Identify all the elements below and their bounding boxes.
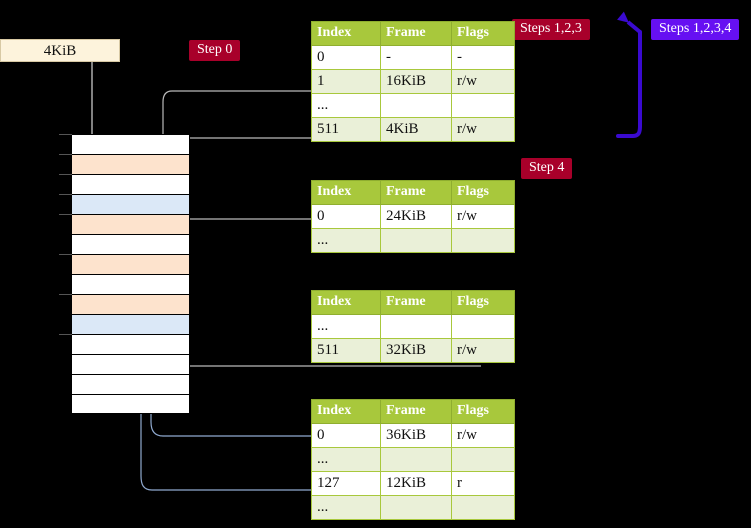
memory-tick	[59, 294, 72, 295]
table-header-index: Index	[311, 290, 381, 315]
table-cell: r	[451, 471, 515, 496]
memory-tick	[59, 254, 72, 255]
table-cell	[380, 447, 452, 472]
memory-tick	[59, 214, 72, 215]
memory-row	[71, 274, 190, 294]
table-cell	[451, 228, 515, 253]
table-cell: ...	[311, 228, 381, 253]
table-header-frame: Frame	[380, 180, 452, 205]
table-cell: 0	[311, 45, 381, 70]
table-cell	[380, 228, 452, 253]
wire-t4-row0-elbow	[150, 332, 164, 437]
wire-violet-bracket	[616, 30, 642, 138]
table-cell	[380, 495, 452, 520]
physical-memory-column	[71, 134, 190, 414]
memory-row	[71, 294, 190, 314]
table-row: ...	[311, 447, 515, 472]
wire-t4-row127-elbow	[140, 218, 153, 491]
table-cell: 0	[311, 423, 381, 448]
table-row: ...	[311, 93, 515, 118]
table-cell: r/w	[451, 423, 515, 448]
badge-step-4: Step 4	[521, 158, 573, 179]
wire-t1-row1-down	[162, 90, 173, 330]
table-cell: 0	[311, 204, 381, 229]
memory-tick	[59, 174, 72, 175]
table-cell: r/w	[451, 69, 515, 94]
table-cell: 511	[311, 117, 381, 142]
badge-steps-1234: Steps 1,2,3,4	[651, 19, 740, 40]
table-header-flags: Flags	[451, 180, 515, 205]
table-cell: -	[451, 45, 515, 70]
table-cell: 24KiB	[380, 204, 452, 229]
table-cell: ...	[311, 314, 381, 339]
arrow-violet-head	[617, 11, 642, 34]
memory-row	[71, 174, 190, 194]
table-cell: ...	[311, 93, 381, 118]
table-header-flags: Flags	[451, 290, 515, 315]
memory-row	[71, 334, 190, 354]
memory-row	[71, 214, 190, 234]
memory-row	[71, 254, 190, 274]
table-cell	[380, 93, 452, 118]
memory-tick	[59, 194, 72, 195]
table-header-frame: Frame	[380, 399, 452, 424]
size-label-4kib: 4KiB	[0, 39, 120, 62]
table-row: ...	[311, 314, 515, 339]
badge-step-0: Step 0	[189, 40, 241, 61]
table-cell: 32KiB	[380, 338, 452, 363]
table-cell: 12KiB	[380, 471, 452, 496]
table-cell: 4KiB	[380, 117, 452, 142]
memory-row	[71, 394, 190, 414]
table-cell: 127	[311, 471, 381, 496]
memory-tick	[59, 134, 72, 135]
table-header-flags: Flags	[451, 21, 515, 46]
table-cell: -	[380, 45, 452, 70]
table-cell	[451, 447, 515, 472]
table-cell: ...	[311, 447, 381, 472]
table-cell: 36KiB	[380, 423, 452, 448]
table-row: ...	[311, 228, 515, 253]
table-cell: ...	[311, 495, 381, 520]
table-cell: r/w	[451, 117, 515, 142]
table-cell: 1	[311, 69, 381, 94]
badge-steps-123: Steps 1,2,3	[512, 19, 590, 40]
memory-row	[71, 234, 190, 254]
table-header-index: Index	[311, 180, 381, 205]
table-cell: r/w	[451, 338, 515, 363]
table-cell	[380, 314, 452, 339]
table-row: 0--	[311, 45, 515, 70]
table-cell	[451, 314, 515, 339]
memory-tick	[59, 154, 72, 155]
table-header-index: Index	[311, 399, 381, 424]
table-cell: 16KiB	[380, 69, 452, 94]
memory-row	[71, 314, 190, 334]
table-cell: 511	[311, 338, 381, 363]
table-header-flags: Flags	[451, 399, 515, 424]
memory-tick	[59, 334, 72, 335]
memory-row	[71, 154, 190, 174]
memory-row	[71, 354, 190, 374]
memory-row	[71, 374, 190, 394]
table-cell: r/w	[451, 204, 515, 229]
memory-row	[71, 134, 190, 154]
table-header-frame: Frame	[380, 21, 452, 46]
table-header-index: Index	[311, 21, 381, 46]
memory-row	[71, 194, 190, 214]
table-row: ...	[311, 495, 515, 520]
table-header-frame: Frame	[380, 290, 452, 315]
table-cell	[451, 93, 515, 118]
table-cell	[451, 495, 515, 520]
